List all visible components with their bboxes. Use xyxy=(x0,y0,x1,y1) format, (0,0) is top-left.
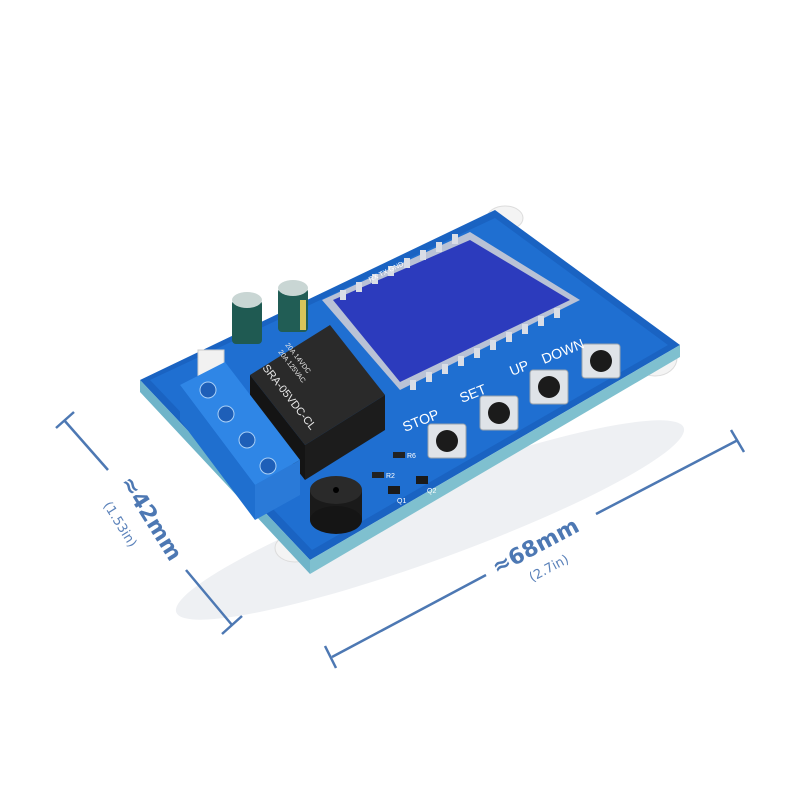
relay: SRA-05VDC-CL 20A 14VDC 20A 125VAC xyxy=(250,325,385,480)
screw-icon xyxy=(199,381,217,399)
button-stop[interactable] xyxy=(427,423,467,459)
label-q2: Q2 xyxy=(427,488,436,495)
label-r2: R2 xyxy=(386,473,395,480)
buzzer xyxy=(310,476,362,534)
screw-icon xyxy=(217,405,235,423)
tactile-buttons xyxy=(427,343,621,459)
screw-icon xyxy=(238,431,256,449)
board-shadow xyxy=(175,420,685,620)
screw-icon xyxy=(259,457,277,475)
label-r6: R6 xyxy=(407,453,416,460)
button-down[interactable] xyxy=(581,343,621,379)
lcd-display: RX TX GND xyxy=(322,232,580,390)
label-q1: Q1 xyxy=(397,498,406,505)
capacitors xyxy=(232,280,308,344)
dimension-height xyxy=(55,411,243,635)
label-up: UP xyxy=(507,357,531,379)
button-up[interactable] xyxy=(529,369,569,405)
terminal-block xyxy=(180,362,300,520)
smd-components: R6 R2 Q1 Q2 xyxy=(372,452,436,505)
dimension-width xyxy=(323,429,746,669)
button-set[interactable] xyxy=(479,395,519,431)
